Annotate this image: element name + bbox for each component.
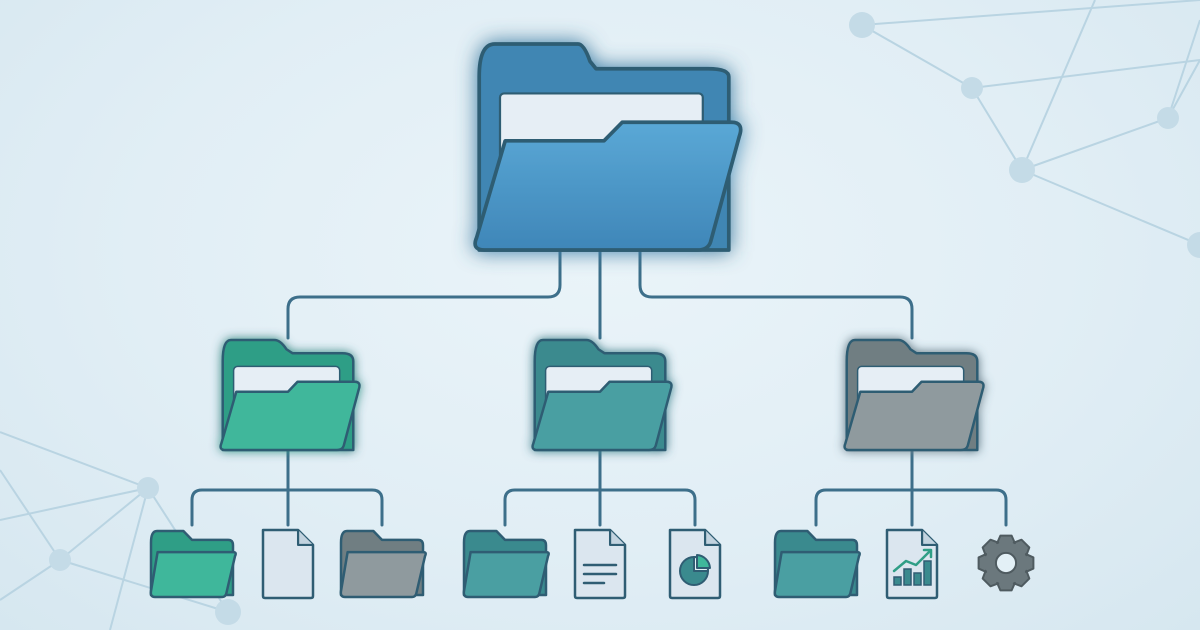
network-line	[59, 559, 229, 613]
network-node	[1157, 107, 1179, 129]
connector-line	[638, 250, 914, 340]
network-line	[861, 24, 973, 89]
folder-open-icon-green	[219, 338, 361, 452]
network-node	[961, 77, 983, 99]
folder-icon-teal-1	[462, 529, 550, 599]
network-line	[1167, 19, 1200, 119]
network-line	[1167, 59, 1200, 119]
network-node	[1009, 157, 1035, 183]
network-line	[109, 487, 149, 630]
network-line	[1021, 117, 1169, 171]
tree-icons	[149, 42, 1035, 600]
pie-chart-document-icon-teal-3	[668, 528, 722, 600]
connector-line	[190, 488, 384, 527]
network-node	[1187, 232, 1200, 258]
folder-open-icon	[473, 42, 743, 252]
connector-line	[503, 488, 697, 527]
network-line	[0, 431, 149, 489]
tree-connectors	[190, 250, 1008, 527]
folder-open-icon-gray	[843, 338, 985, 452]
network-node	[49, 549, 71, 571]
folder-icon-green-1	[149, 529, 237, 599]
network-line	[971, 59, 1200, 89]
connector-line	[286, 250, 562, 340]
network-line	[0, 487, 149, 521]
network-node	[849, 12, 875, 38]
text-document-icon-teal-2	[573, 528, 627, 600]
network-line	[0, 469, 61, 561]
connector-line	[814, 488, 1008, 527]
network-line	[1021, 0, 1096, 171]
network-line	[59, 487, 149, 561]
folder-icon-gray-1	[773, 529, 861, 599]
blank-document-icon-green-2	[261, 528, 315, 600]
bar-chart-document-icon-gray-2	[885, 528, 939, 600]
network-line	[1021, 169, 1200, 246]
gear-icon-gray-3	[977, 534, 1035, 592]
folder-icon-green-3	[339, 529, 427, 599]
network-line	[861, 0, 1200, 26]
network-node	[215, 599, 241, 625]
folder-open-icon-teal	[531, 338, 673, 452]
network-line	[0, 559, 61, 601]
network-node	[137, 477, 159, 499]
network-line	[971, 87, 1023, 171]
